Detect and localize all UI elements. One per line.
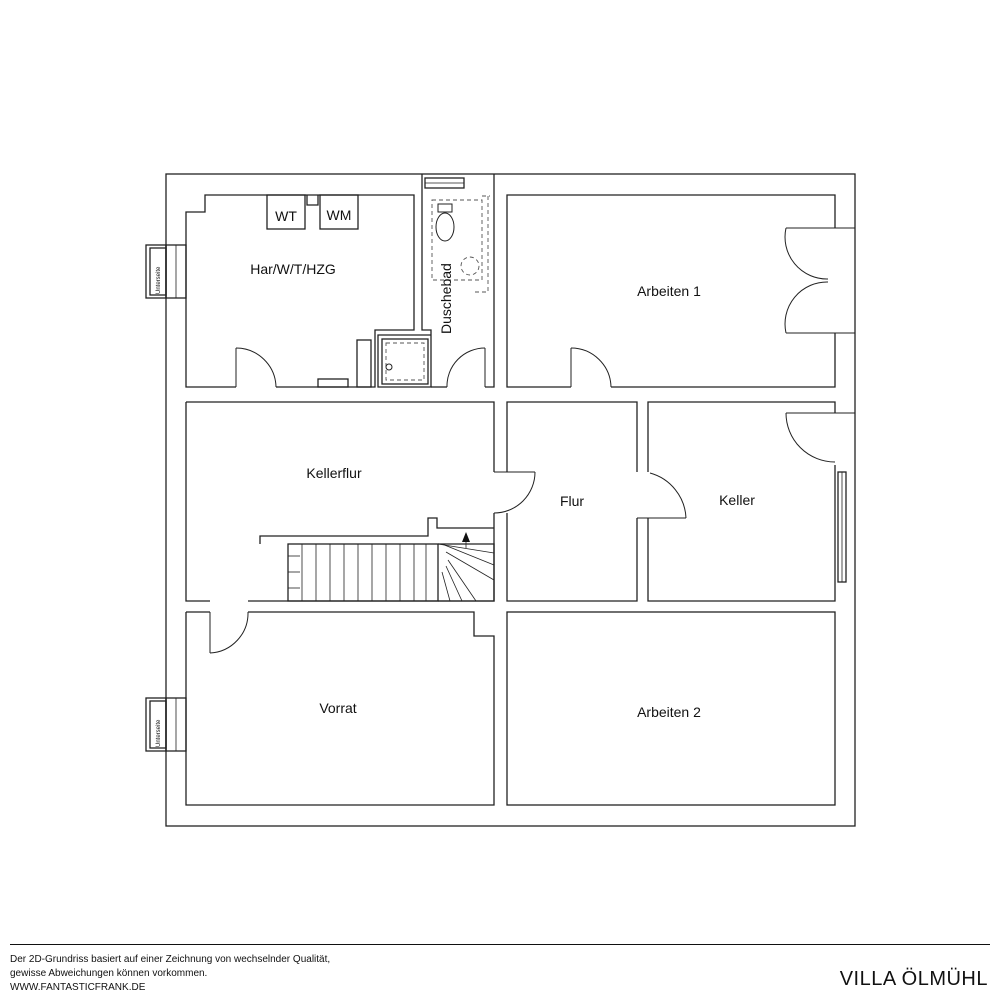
door-kellerflur-flur <box>493 471 536 514</box>
wt-fixture: WT <box>266 194 306 230</box>
label-flur: Flur <box>560 493 584 509</box>
window-left-top-label: Unterseite <box>156 266 162 294</box>
label-vorrat: Vorrat <box>319 700 356 716</box>
room-flur-walls <box>506 401 638 602</box>
window-left-bottom: Unterseite <box>145 697 187 752</box>
label-arbeiten1: Arbeiten 1 <box>637 283 701 299</box>
room-keller-walls <box>647 401 847 602</box>
disclaimer-line-1: Der 2D-Grundriss basiert auf einer Zeich… <box>10 954 331 965</box>
door-duschebad <box>446 347 486 388</box>
outer-walls <box>165 173 856 827</box>
wm-fixture: WM <box>319 194 359 230</box>
window-left-top: Unterseite <box>145 244 187 299</box>
door-vorrat <box>209 611 249 654</box>
label-hwt: Har/W/T/HZG <box>250 261 336 277</box>
room-kellerflur-walls <box>185 401 495 602</box>
room-duschebad-walls <box>377 174 495 388</box>
disclaimer-line-2: gewisse Abweichungen können vorkommen. <box>10 968 208 979</box>
label-arbeiten2: Arbeiten 2 <box>637 704 701 720</box>
wt-label: WT <box>275 208 297 224</box>
label-duschebad: Duschebad <box>438 263 454 334</box>
room-arbeiten2-walls <box>506 611 836 806</box>
room-arbeiten1-walls <box>506 194 836 388</box>
room-hwt-walls <box>185 194 415 388</box>
wm-label: WM <box>327 207 352 223</box>
label-kellerflur: Kellerflur <box>306 465 362 481</box>
door-hwt <box>235 347 277 388</box>
staircase <box>287 532 495 602</box>
door-arbeiten1 <box>570 347 612 388</box>
footer-divider <box>10 944 990 945</box>
door-keller-outer <box>785 412 855 463</box>
window-left-bottom-label: Unterseite <box>156 719 162 747</box>
door-arbeiten1-double <box>784 227 855 334</box>
footer-website: WWW.FANTASTICFRANK.DE <box>10 982 146 993</box>
footer-disclaimer: Der 2D-Grundriss basiert auf einer Zeich… <box>10 953 330 995</box>
door-flur-keller <box>637 472 687 519</box>
brand-title: VILLA ÖLMÜHL <box>839 968 988 990</box>
room-vorrat-walls <box>185 611 495 806</box>
label-keller: Keller <box>719 492 755 508</box>
